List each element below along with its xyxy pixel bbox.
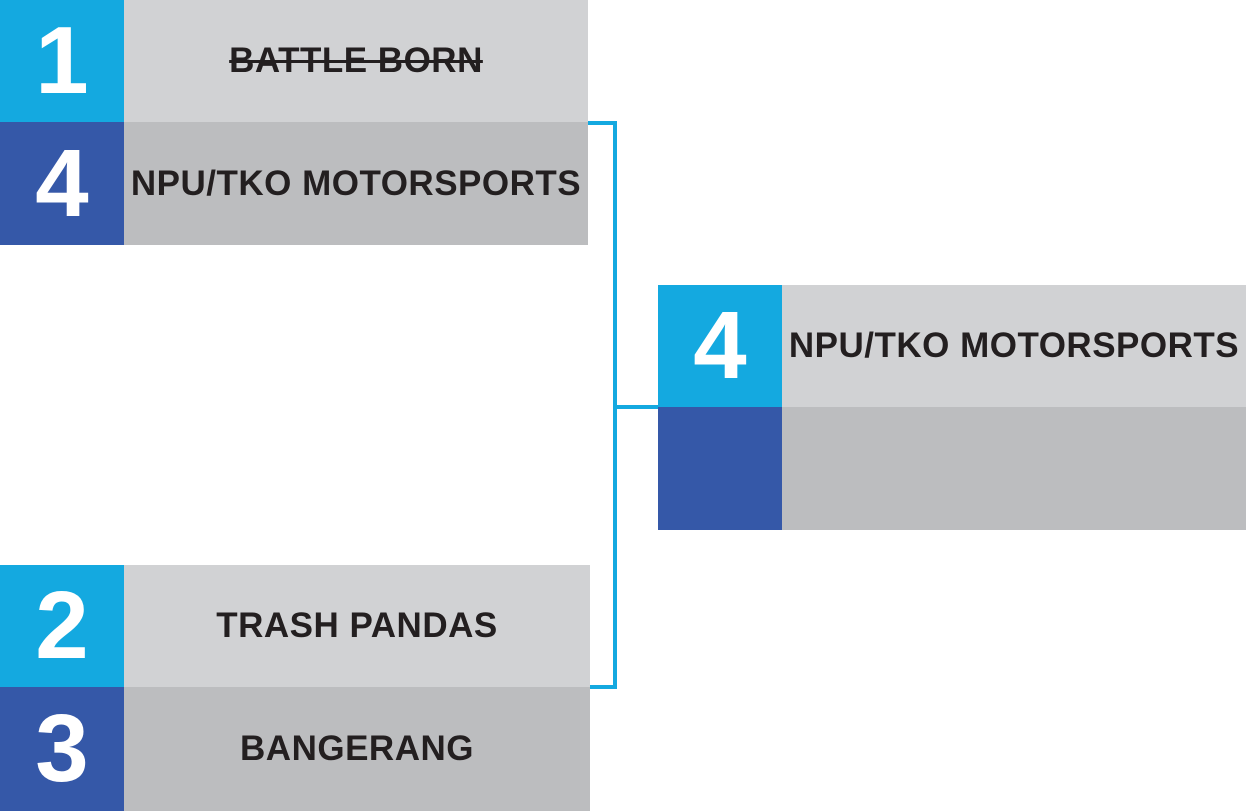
seed-number: 4 — [0, 122, 124, 245]
seed-number: 1 — [0, 0, 124, 122]
team-name-eliminated: BATTLE BORN — [229, 41, 483, 80]
connector-line — [590, 685, 617, 689]
seed-number: 3 — [0, 687, 124, 811]
match2-slot-top: 2 TRASH PANDAS — [0, 565, 590, 687]
final-slot-bottom — [658, 407, 1246, 530]
connector-line — [613, 405, 658, 409]
seed-number: 2 — [0, 565, 124, 687]
team-name: TRASH PANDAS — [124, 565, 590, 687]
team-name: BANGERANG — [124, 687, 590, 811]
seed-number: 4 — [658, 285, 782, 407]
seed-number — [658, 407, 782, 530]
team-name: NPU/TKO MOTORSPORTS — [124, 122, 588, 245]
team-name: BATTLE BORN — [124, 0, 588, 122]
final-slot-top: 4 NPU/TKO MOTORSPORTS — [658, 285, 1246, 407]
match2-slot-bottom: 3 BANGERANG — [0, 687, 590, 811]
match1-slot-bottom: 4 NPU/TKO MOTORSPORTS — [0, 122, 588, 245]
match1-slot-top: 1 BATTLE BORN — [0, 0, 588, 122]
team-name — [782, 407, 1246, 530]
connector-line — [588, 121, 617, 125]
team-name: NPU/TKO MOTORSPORTS — [782, 285, 1246, 407]
